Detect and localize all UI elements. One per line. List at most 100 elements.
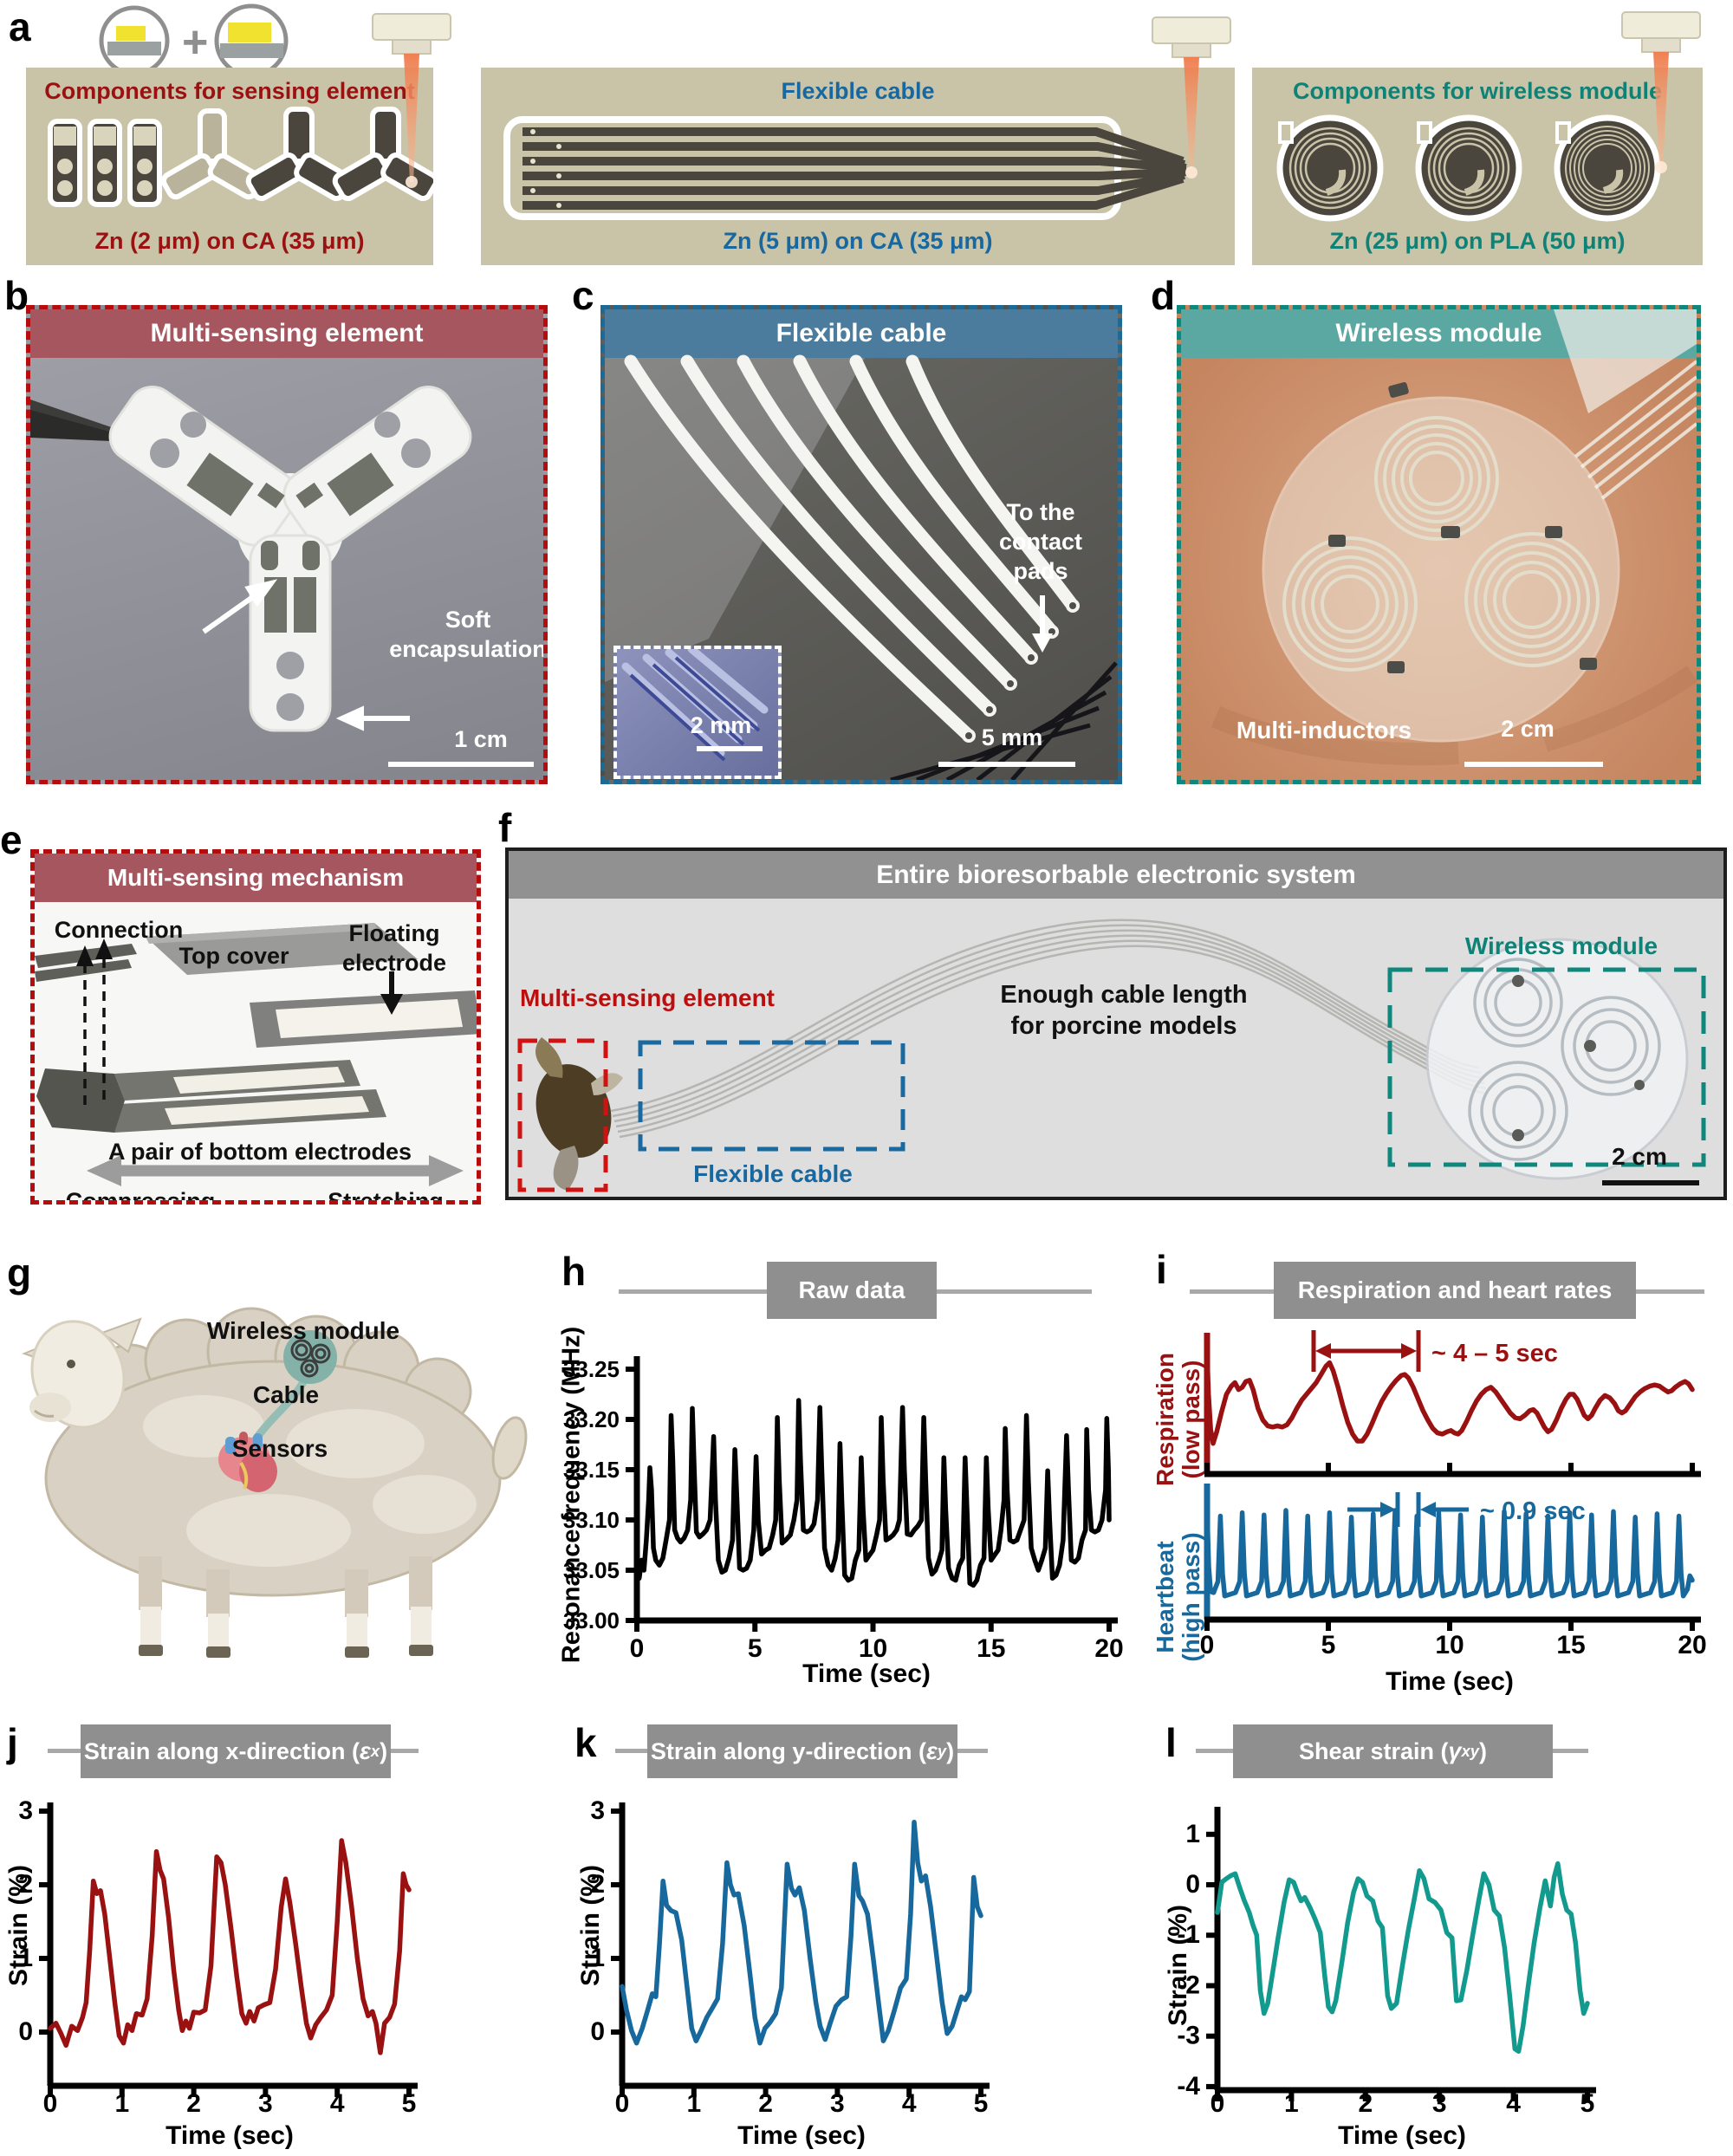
top-cover-label: Top cover <box>178 943 289 969</box>
heart-icon <box>218 1432 277 1492</box>
panel-k-letter: k <box>574 1720 597 1765</box>
panel-f-header: Entire bioresorbable electronic system <box>509 851 1723 899</box>
wireless-module-icon <box>283 1330 337 1384</box>
svg-text:15: 15 <box>977 1634 1005 1663</box>
svg-text:0: 0 <box>1200 1631 1215 1659</box>
svg-text:2: 2 <box>758 2089 773 2118</box>
multi-sensing-device-art <box>30 386 472 732</box>
svg-text:5: 5 <box>748 1634 763 1663</box>
scalebar-label: 2 cm <box>1501 716 1555 742</box>
sensing-mechanism-art <box>35 923 477 1186</box>
svg-text:1: 1 <box>1284 2089 1299 2118</box>
cable-art <box>503 116 1187 220</box>
svg-text:3: 3 <box>258 2089 273 2118</box>
svg-text:-3: -3 <box>1177 2022 1200 2050</box>
panel-e-header: Multi-sensing mechanism <box>35 854 477 902</box>
svg-text:2: 2 <box>1358 2089 1373 2118</box>
multi-sensing-element-label: Multi-sensing element <box>519 984 776 1011</box>
svg-text:2: 2 <box>186 2089 201 2118</box>
wireless-module-label: Wireless module <box>1464 932 1658 959</box>
svg-text:3: 3 <box>18 1796 33 1825</box>
panel-l-letter: l <box>1165 1720 1177 1765</box>
wireless-module-label: Wireless module <box>206 1317 400 1344</box>
board-title: Flexible cable <box>781 78 935 104</box>
panel-c-header: Flexible cable <box>605 309 1118 358</box>
svg-text:10: 10 <box>1435 1631 1464 1659</box>
plus-icon: + <box>182 17 208 68</box>
svg-text:1: 1 <box>18 1944 33 1972</box>
panel-d-photo: Wireless module <box>1177 305 1701 784</box>
svg-text:33.10: 33.10 <box>563 1507 620 1533</box>
respiration-interval-annotation: ~ 4 – 5 sec <box>1311 1330 1558 1372</box>
svg-text:0: 0 <box>18 2017 33 2046</box>
svg-text:4: 4 <box>1506 2089 1521 2118</box>
board-caption: Zn (5 μm) on CA (35 μm) <box>723 228 993 254</box>
svg-text:1: 1 <box>114 2089 129 2118</box>
panel-c-inset: 2 mm <box>613 645 782 779</box>
chart-l-xlabel: Time (sec) <box>1338 2121 1466 2150</box>
svg-text:33.00: 33.00 <box>563 1607 620 1633</box>
panel-b-photo: Multi-sensing element <box>26 305 548 784</box>
svg-text:0: 0 <box>590 2017 605 2046</box>
svg-text:5: 5 <box>402 2089 417 2118</box>
svg-text:33.05: 33.05 <box>563 1557 620 1583</box>
svg-text:4: 4 <box>330 2089 345 2118</box>
down-arrow-icon <box>1032 595 1053 653</box>
svg-text:3: 3 <box>590 1796 605 1825</box>
svg-text:-2: -2 <box>1177 1971 1200 1999</box>
panel-f-letter: f <box>498 805 512 850</box>
flexible-cable-label: Flexible cable <box>693 1160 853 1187</box>
panel-g-letter: g <box>7 1250 32 1296</box>
svg-text:33.20: 33.20 <box>563 1406 620 1432</box>
svg-text:1: 1 <box>590 1944 605 1972</box>
scalebar-label: 2 cm <box>1612 1143 1667 1170</box>
panel-a-board-sensing: Components for sensing element <box>26 68 433 265</box>
board-caption: Zn (25 μm) on PLA (50 μm) <box>1329 228 1626 254</box>
svg-text:0: 0 <box>1211 2089 1225 2118</box>
sensors-label: Sensors <box>231 1435 328 1462</box>
board-title: Components for sensing element <box>44 78 415 104</box>
sensing-components-art <box>48 107 433 207</box>
svg-text:2: 2 <box>590 1870 605 1899</box>
svg-text:10: 10 <box>859 1634 887 1663</box>
connection-label: Connection <box>54 917 184 943</box>
svg-text:20: 20 <box>1678 1631 1706 1659</box>
svg-text:0: 0 <box>615 2089 630 2118</box>
chart-h-xlabel: Time (sec) <box>802 1659 931 1688</box>
inset-scalebar <box>697 746 763 751</box>
panel-e-letter: e <box>0 817 23 862</box>
coil-components-art <box>1276 114 1661 222</box>
laser-cutter-icon <box>1621 11 1701 173</box>
svg-text:33.25: 33.25 <box>563 1356 620 1382</box>
cable-label: Cable <box>252 1381 320 1408</box>
board-caption: Zn (2 μm) on CA (35 μm) <box>94 228 365 254</box>
scalebar <box>1464 762 1603 767</box>
cable-fan-art <box>605 354 1118 780</box>
panel-i-letter: i <box>1156 1247 1167 1292</box>
chart-j-xlabel: Time (sec) <box>166 2121 294 2150</box>
panel-c-letter: c <box>572 273 594 318</box>
scalebar <box>388 762 534 767</box>
svg-text:5: 5 <box>974 2089 989 2118</box>
entire-system-art <box>517 919 1706 1192</box>
svg-text:-4: -4 <box>1177 2072 1200 2101</box>
svg-text:20: 20 <box>1094 1634 1123 1663</box>
scalebar <box>1602 1180 1699 1185</box>
panel-a-letter: a <box>9 4 31 49</box>
scalebar <box>938 762 1075 767</box>
svg-text:-1: -1 <box>1177 1920 1200 1949</box>
panel-b-letter: b <box>4 273 29 318</box>
svg-text:0: 0 <box>630 1634 645 1663</box>
material-stack-icons: + <box>99 3 289 78</box>
